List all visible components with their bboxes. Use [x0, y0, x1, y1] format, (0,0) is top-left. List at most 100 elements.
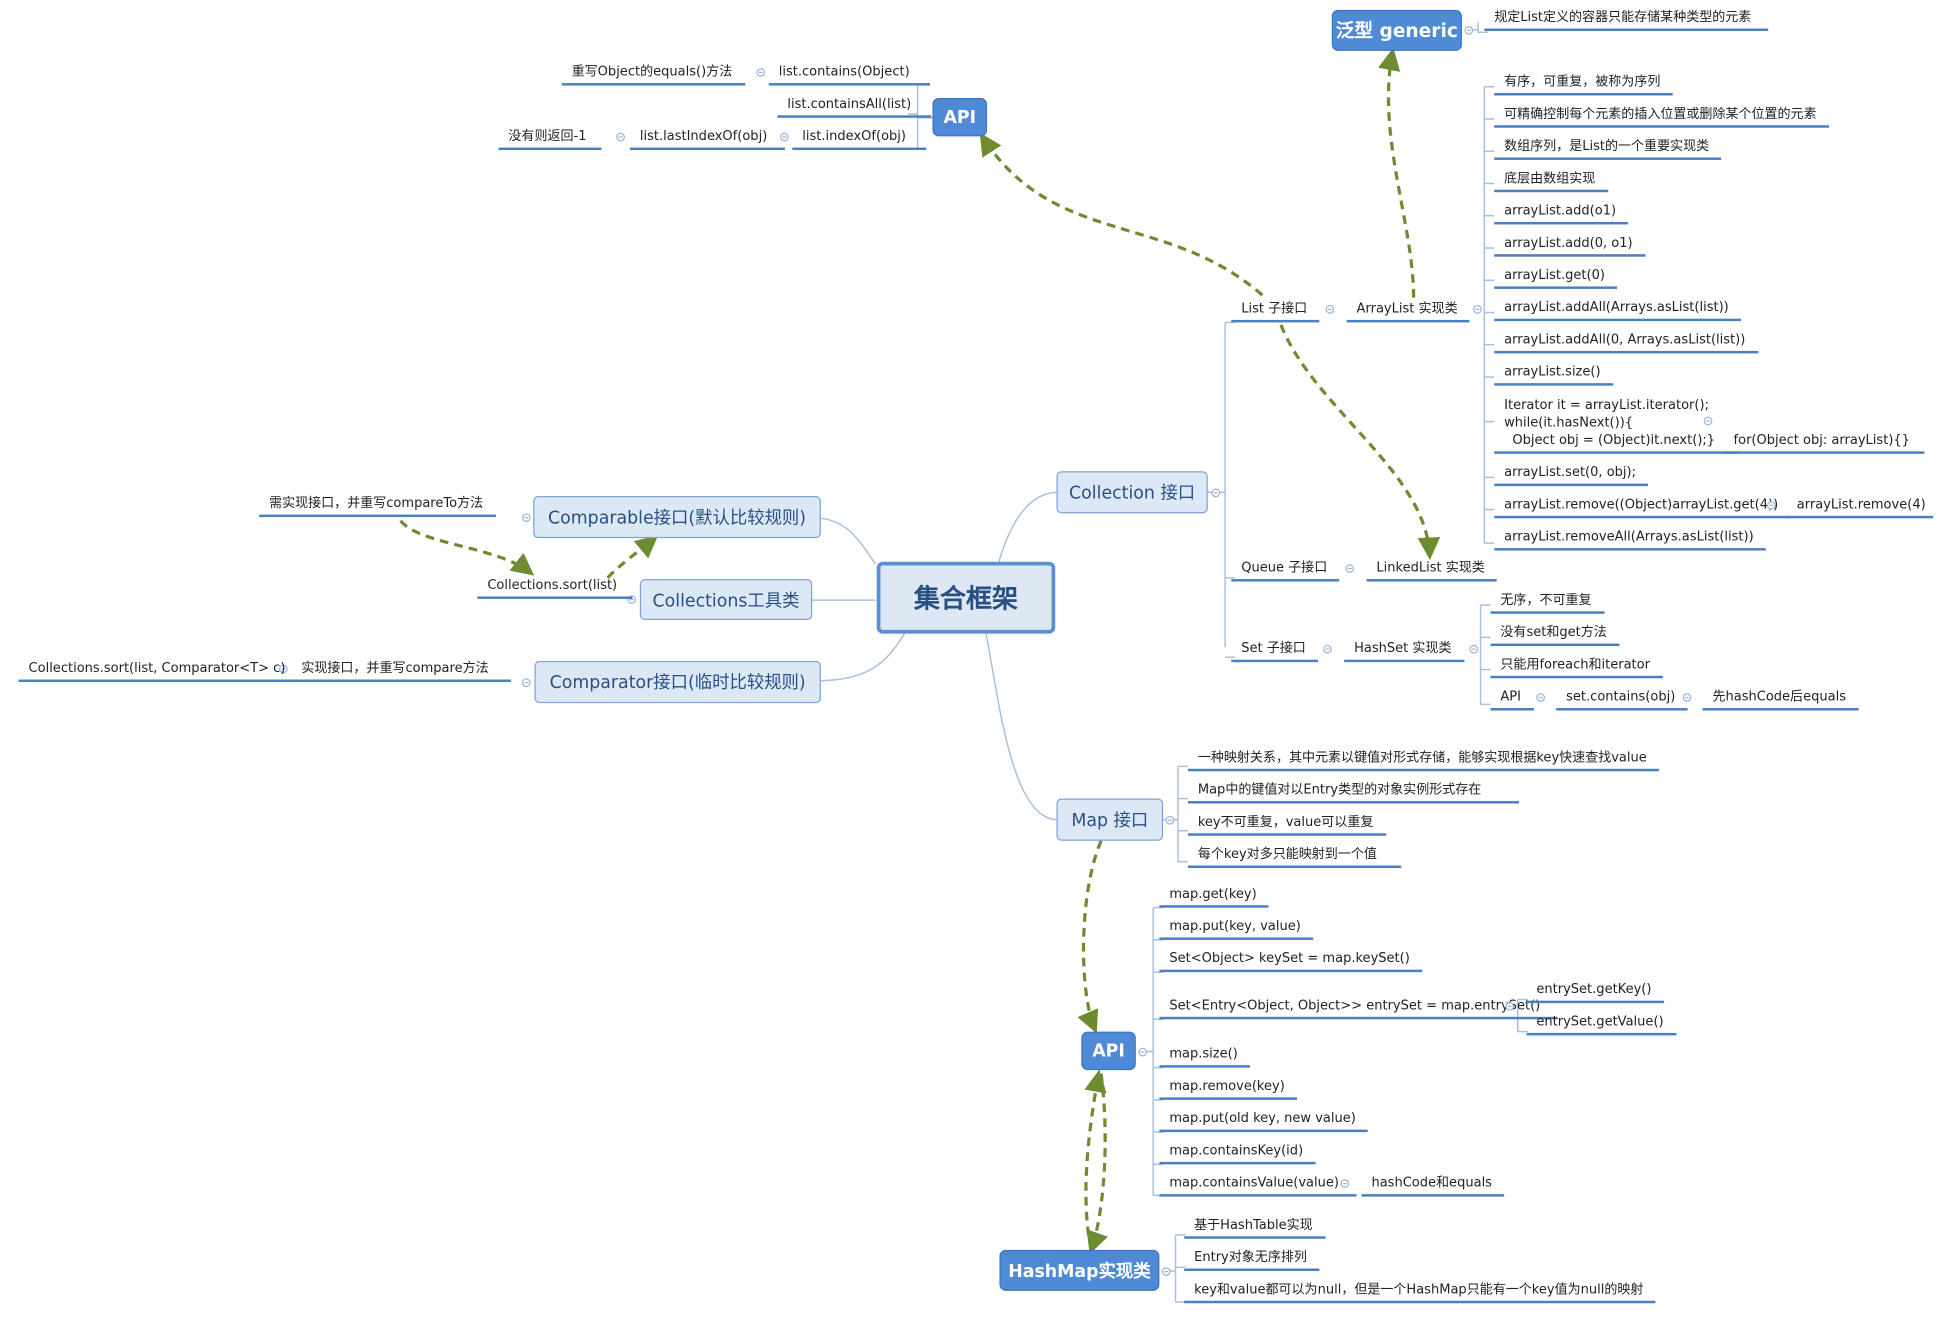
dashed-arrow-comparable-to-sort: [399, 519, 535, 576]
collapse-toggle-comparator[interactable]: [522, 678, 531, 687]
hashset-api-note: 先hashCode后equals: [1702, 689, 1859, 711]
arraylist-foreach-code: for(Object obj: arrayList){}: [1723, 433, 1925, 454]
edge-map: [985, 632, 1057, 821]
queue-node[interactable]: Queue 子接口: [1231, 560, 1340, 582]
map-api-contains-value-note: hashCode和equals: [1361, 1176, 1505, 1197]
list-node[interactable]: List 子接口: [1231, 301, 1320, 323]
hashset-api-label: API: [1490, 689, 1534, 711]
collapse-toggle-queue[interactable]: [1345, 564, 1355, 573]
hashset-item-1: 没有set和get方法: [1490, 625, 1620, 647]
arraylist-item-9: arrayList.size(): [1494, 365, 1613, 386]
map-api-get: map.get(key): [1159, 887, 1270, 908]
collapse-toggle-hashset[interactable]: [1469, 644, 1479, 654]
list-api-node[interactable]: API: [932, 97, 988, 137]
collapse-toggle-set[interactable]: [1323, 644, 1332, 654]
map-api-entry-get-key: entrySet.getKey(): [1526, 982, 1664, 1004]
comparator-node[interactable]: Comparator接口(临时比较规则): [534, 660, 821, 704]
arraylist-iterator-code: Iterator it = arrayList.iterator(); whil…: [1494, 397, 1740, 454]
central-topic[interactable]: 集合框架: [876, 561, 1056, 634]
dashed-arrow-hashmap-to-api: [1084, 1069, 1107, 1251]
generic-node[interactable]: 泛型 generic: [1331, 9, 1462, 51]
collapse-toggle-generic[interactable]: [1464, 26, 1474, 35]
collapse-toggle-collection[interactable]: [1211, 488, 1221, 498]
map-api-remove: map.remove(key): [1159, 1079, 1298, 1100]
list-api-contains: list.contains(Object): [768, 64, 930, 86]
arraylist-item-5: arrayList.add(0, o1): [1494, 236, 1646, 257]
dashed-arrow-map-to-api: [1077, 840, 1103, 1034]
list-api-index-of: list.indexOf(obj): [792, 129, 926, 151]
collapse-toggle-list[interactable]: [1325, 305, 1335, 314]
dashed-arrow-list-to-api: [979, 132, 1264, 297]
map-item-2: key不可重复，value可以重复: [1187, 815, 1386, 836]
map-api-contains-key: map.containsKey(id): [1159, 1143, 1316, 1165]
list-api-last-index-note: 没有则返回-1: [498, 129, 602, 151]
arraylist-item-3: 底层由数组实现: [1494, 171, 1608, 193]
comparator-sort-method: Collections.sort(list, Comparator<T> c): [18, 661, 298, 682]
map-item-1: Map中的键值对以Entry类型的对象实例形式存在: [1187, 782, 1519, 804]
collapse-toggle-remove[interactable]: [1767, 500, 1776, 510]
dashed-arrow-list-to-linkedlist: [1279, 324, 1441, 561]
collapse-toggle-map-api[interactable]: [1138, 1047, 1147, 1057]
arraylist-removeall-item: arrayList.removeAll(Arrays.asList(list)): [1494, 529, 1767, 551]
collapse-toggle-contains[interactable]: [756, 68, 766, 77]
map-api-entryset: Set<Entry<Object, Object>> entrySet = ma…: [1159, 998, 1558, 1020]
collapse-toggle-contains-value[interactable]: [1340, 1179, 1350, 1188]
collapse-toggle-collections-util[interactable]: [627, 595, 637, 604]
set-node[interactable]: Set 子接口: [1231, 641, 1319, 663]
hashmap-item-1: Entry对象无序排列: [1184, 1250, 1320, 1271]
arraylist-remove-alt: arrayList.remove(4): [1786, 497, 1934, 519]
collapse-toggle-map[interactable]: [1165, 815, 1175, 825]
collapse-toggle-comparable[interactable]: [522, 513, 531, 523]
map-api-put-old-new: map.put(old key, new value): [1159, 1111, 1369, 1133]
collapse-toggle-arraylist[interactable]: [1473, 305, 1482, 314]
hashset-node[interactable]: HashSet 实现类: [1344, 641, 1464, 663]
collapse-toggle-hashmap[interactable]: [1161, 1267, 1171, 1276]
map-node[interactable]: Map 接口: [1056, 798, 1164, 841]
dashed-arrow-arraylist-to-generic: [1378, 47, 1416, 298]
collapse-toggle-last-index-of[interactable]: [616, 132, 625, 142]
arraylist-item-1: 可精确控制每个元素的插入位置或删除某个位置的元素: [1494, 107, 1829, 128]
collapse-toggle-index-of[interactable]: [779, 132, 789, 142]
edge-collection: [997, 491, 1057, 565]
collapse-toggle-comparator-note[interactable]: [279, 664, 288, 674]
hashmap-item-2: key和value都可以为null，但是一个HashMap只能有一个key值为n…: [1184, 1282, 1656, 1304]
list-api-contains-note: 重写Object的equals()方法: [561, 64, 745, 86]
map-api-put: map.put(key, value): [1159, 919, 1314, 940]
arraylist-item-6: arrayList.get(0): [1494, 268, 1618, 289]
edge-comparator: [820, 632, 906, 682]
arraylist-item-8: arrayList.addAll(0, Arrays.asList(list)): [1494, 332, 1758, 354]
hashset-item-2: 只能用foreach和iterator: [1490, 657, 1663, 679]
edge-comparable: [820, 517, 877, 565]
collapse-toggle-iterator[interactable]: [1703, 416, 1713, 426]
map-api-contains-value: map.containsValue(value): [1159, 1176, 1357, 1197]
arraylist-set-item: arrayList.set(0, obj);: [1494, 465, 1649, 487]
dashed-arrow-sort-to-comparable: [606, 535, 659, 579]
map-api-size: map.size(): [1159, 1047, 1251, 1068]
map-api-entry-get-value: entrySet.getValue(): [1526, 1014, 1677, 1036]
hashset-item-0: 无序，不可重复: [1490, 593, 1604, 614]
arraylist-item-2: 数组序列，是List的一个重要实现类: [1494, 139, 1722, 160]
collections-sort-method: Collections.sort(list): [477, 578, 633, 599]
collections-util-node[interactable]: Collections工具类: [639, 579, 813, 620]
hashmap-item-0: 基于HashTable实现: [1184, 1218, 1326, 1239]
linkedlist-node[interactable]: LinkedList 实现类: [1366, 560, 1498, 582]
arraylist-item-7: arrayList.addAll(Arrays.asList(list)): [1494, 300, 1742, 322]
arraylist-node[interactable]: ArrayList 实现类: [1346, 301, 1471, 323]
hashmap-node[interactable]: HashMap实现类: [999, 1249, 1160, 1291]
comparable-node[interactable]: Comparable接口(默认比较规则): [533, 496, 821, 539]
map-item-0: 一种映射关系，其中元素以键值对形式存储，能够实现根据key快速查找value: [1187, 750, 1660, 772]
map-item-3: 每个key对多只能映射到一个值: [1187, 847, 1402, 868]
hashset-api-method: set.contains(obj): [1556, 689, 1688, 711]
collapse-toggle-set-api[interactable]: [1536, 693, 1546, 702]
comparator-note: 实现接口，并重写compare方法: [291, 661, 511, 682]
list-api-contains-all: list.containsAll(list): [777, 97, 932, 118]
comparable-note: 需实现接口，并重写compareTo方法: [259, 496, 496, 518]
list-api-last-index-of: list.lastIndexOf(obj): [629, 129, 785, 151]
map-api-node[interactable]: API: [1081, 1031, 1136, 1071]
collapse-toggle-set-contains[interactable]: [1682, 693, 1692, 702]
collection-node[interactable]: Collection 接口: [1056, 471, 1208, 514]
generic-desc: 规定List定义的容器只能存储某种类型的元素: [1484, 10, 1769, 31]
collapse-toggle-entryset[interactable]: [1505, 1001, 1515, 1011]
